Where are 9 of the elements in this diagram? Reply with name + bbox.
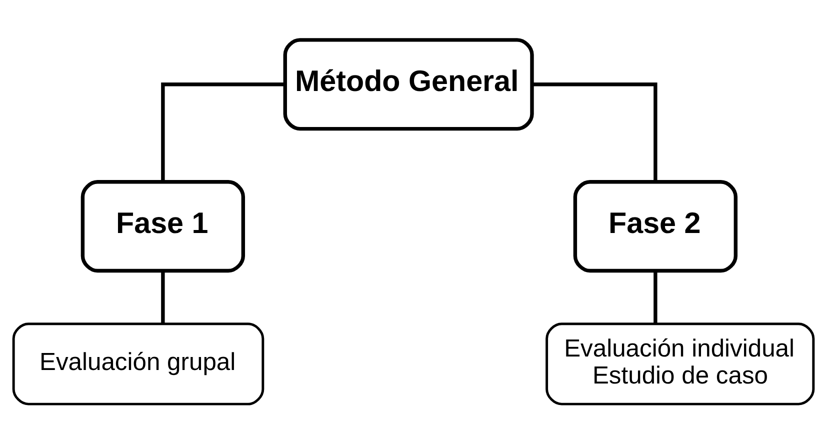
node-box: Evaluación grupal <box>12 322 264 405</box>
connector <box>161 82 286 182</box>
connector <box>654 270 658 324</box>
connector <box>161 270 165 324</box>
node-box: Método General <box>283 38 534 130</box>
node-box: Fase 2 <box>573 180 738 272</box>
connector <box>532 82 658 182</box>
node-box: Fase 1 <box>80 180 246 272</box>
node-box: Evaluación individual Estudio de caso <box>546 322 815 405</box>
